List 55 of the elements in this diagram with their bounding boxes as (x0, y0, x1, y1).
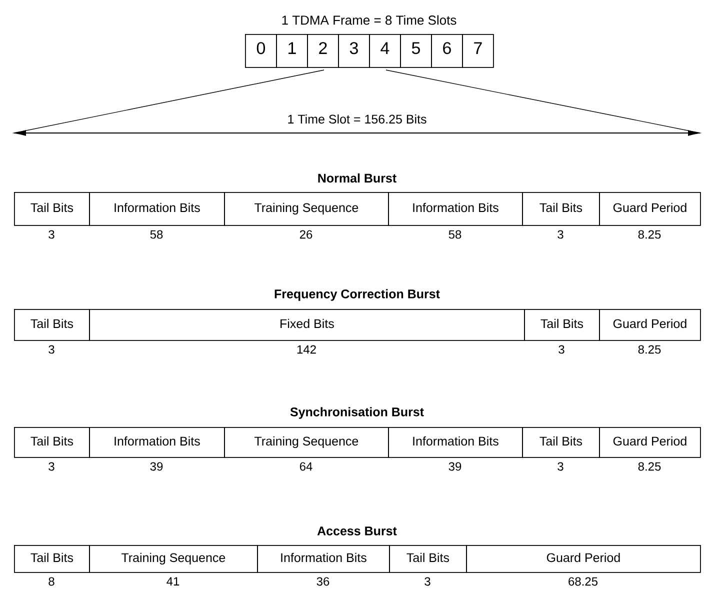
field-length: 3 (558, 230, 564, 239)
field-length: 3 (558, 345, 564, 354)
burst-field-cell: Information Bits (89, 427, 225, 458)
slot-length-label: 1 Time Slot = 156.25 Bits (286, 113, 428, 125)
burst-field-cell: Tail Bits (14, 427, 90, 458)
field-length: 58 (448, 230, 462, 239)
burst-field-cell: Guard Period (599, 427, 701, 458)
field-length: 26 (300, 230, 312, 239)
burst-title: Normal Burst (318, 173, 396, 183)
slot-box: 4 (369, 34, 401, 68)
field-length: 8 (48, 577, 54, 586)
burst-field-cell: Tail Bits (14, 545, 90, 573)
field-length: 3 (48, 462, 54, 471)
burst-field-cell: Tail Bits (14, 192, 90, 226)
burst-field-cell: Tail Bits (522, 427, 600, 458)
burst-title: Access Burst (317, 526, 397, 536)
field-length: 39 (150, 462, 163, 471)
burst-field-cell: Tail Bits (522, 192, 600, 226)
field-length: 3 (48, 345, 54, 354)
burst-field-cell: Guard Period (466, 545, 701, 573)
burst-field-cell: Training Sequence (89, 545, 258, 573)
burst-field-cell: Tail Bits (14, 309, 90, 341)
burst-field-cell: Training Sequence (224, 192, 389, 226)
slot-box: 3 (338, 34, 370, 68)
slot-box: 2 (307, 34, 339, 68)
slot-box: 5 (400, 34, 432, 68)
field-length: 36 (316, 577, 330, 586)
burst-field-cell: Training Sequence (224, 427, 389, 458)
field-length: 39 (448, 462, 462, 471)
field-length: 8.25 (638, 345, 661, 354)
slot-box: 1 (276, 34, 308, 68)
burst-field-cell: Guard Period (599, 309, 701, 341)
field-length: 64 (300, 462, 312, 471)
field-length: 142 (297, 345, 316, 354)
burst-field-cell: Tail Bits (524, 309, 600, 341)
field-length: 8.25 (638, 230, 661, 239)
field-length: 3 (424, 577, 430, 586)
burst-field-cell: Guard Period (599, 192, 701, 226)
burst-field-cell: Information Bits (89, 192, 225, 226)
field-length: 58 (150, 230, 163, 239)
slot-box: 6 (431, 34, 463, 68)
burst-field-cell: Information Bits (388, 427, 523, 458)
burst-field-cell: Information Bits (257, 545, 390, 573)
field-length: 3 (558, 462, 564, 471)
frame-title: 1 TDMA Frame = 8 Time Slots (282, 15, 456, 25)
burst-field-cell: Tail Bits (389, 545, 467, 573)
burst-title: Synchronisation Burst (290, 407, 424, 419)
burst-field-cell: Information Bits (388, 192, 523, 226)
field-length: 41 (166, 577, 180, 586)
slot-box: 0 (245, 34, 277, 68)
field-length: 8.25 (638, 462, 661, 471)
field-length: 68.25 (568, 577, 598, 586)
burst-field-cell: Fixed Bits (89, 309, 525, 341)
slot-box: 7 (462, 34, 494, 68)
field-length: 3 (48, 230, 54, 239)
